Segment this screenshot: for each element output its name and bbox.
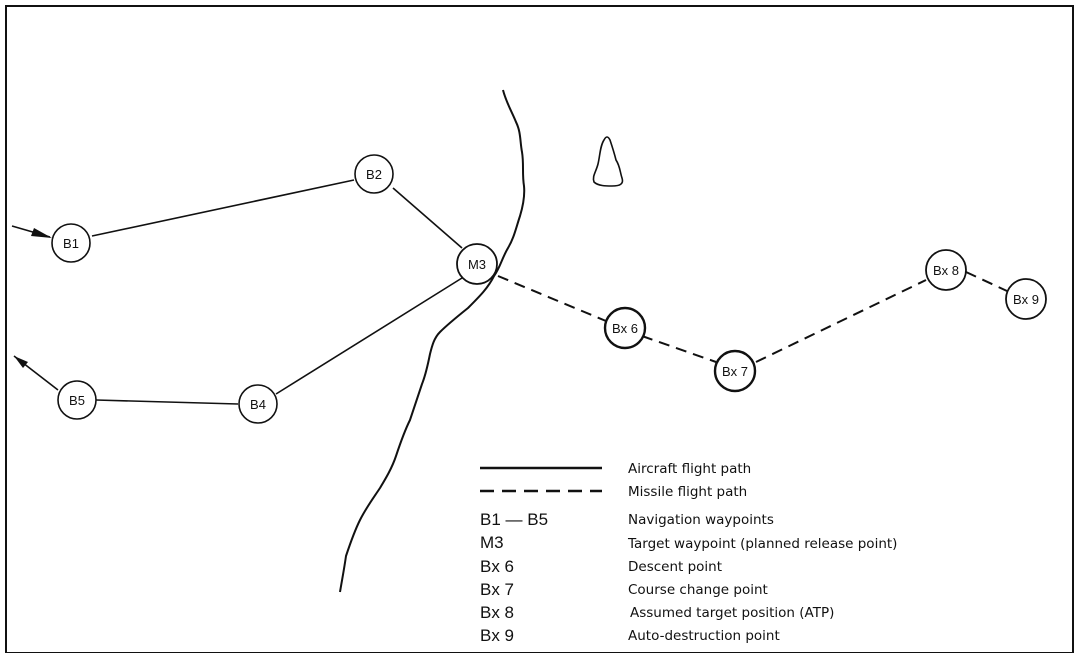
waypoint-bx7: Bx 7 [713,349,757,393]
waypoint-m3: M3 [456,243,498,285]
waypoint-label: B2 [366,167,382,182]
legend-code: Bx 6 [480,557,514,576]
waypoint-label: Bx 7 [722,364,748,379]
waypoint-bx9: Bx 9 [1005,278,1047,320]
waypoint-b1: B1 [51,223,91,263]
waypoint-label: B5 [69,393,85,408]
legend-desc: Target waypoint (planned release point) [627,536,897,552]
waypoint-label: B1 [63,236,79,251]
waypoint-label: B4 [250,397,266,412]
island [592,136,624,187]
waypoint-label: Bx 6 [612,321,638,336]
legend-desc: Assumed target position (ATP) [630,605,834,621]
legend: Aircraft flight path Missile flight path… [480,461,897,645]
legend-missile-path-label: Missile flight path [628,484,747,500]
legend-desc: Descent point [628,559,722,575]
waypoint-b5: B5 [57,380,97,420]
waypoint-label: Bx 9 [1013,292,1039,307]
waypoint-bx8: Bx 8 [925,249,967,291]
legend-aircraft-path-label: Aircraft flight path [628,461,751,477]
legend-code: Bx 9 [480,626,514,645]
legend-code: Bx 7 [480,580,514,599]
waypoint-bx6: Bx 6 [603,306,647,350]
waypoint-b2: B2 [354,154,394,194]
legend-desc: Course change point [628,582,768,598]
legend-code: M3 [480,533,504,552]
legend-desc: Auto-destruction point [628,628,780,644]
waypoint-b4: B4 [238,384,278,424]
legend-desc: Navigation waypoints [628,512,774,528]
coastline [339,89,526,593]
diagram-frame [5,5,1074,653]
waypoint-label: Bx 8 [933,263,959,278]
aircraft-flight-path [11,179,463,405]
legend-code: Bx 8 [480,603,514,622]
entry-arrow-icon [31,228,52,238]
exit-arrow-icon [14,356,28,368]
missile-flight-path [497,271,1008,363]
legend-code: B1 — B5 [480,510,548,529]
waypoint-label: M3 [468,257,486,272]
